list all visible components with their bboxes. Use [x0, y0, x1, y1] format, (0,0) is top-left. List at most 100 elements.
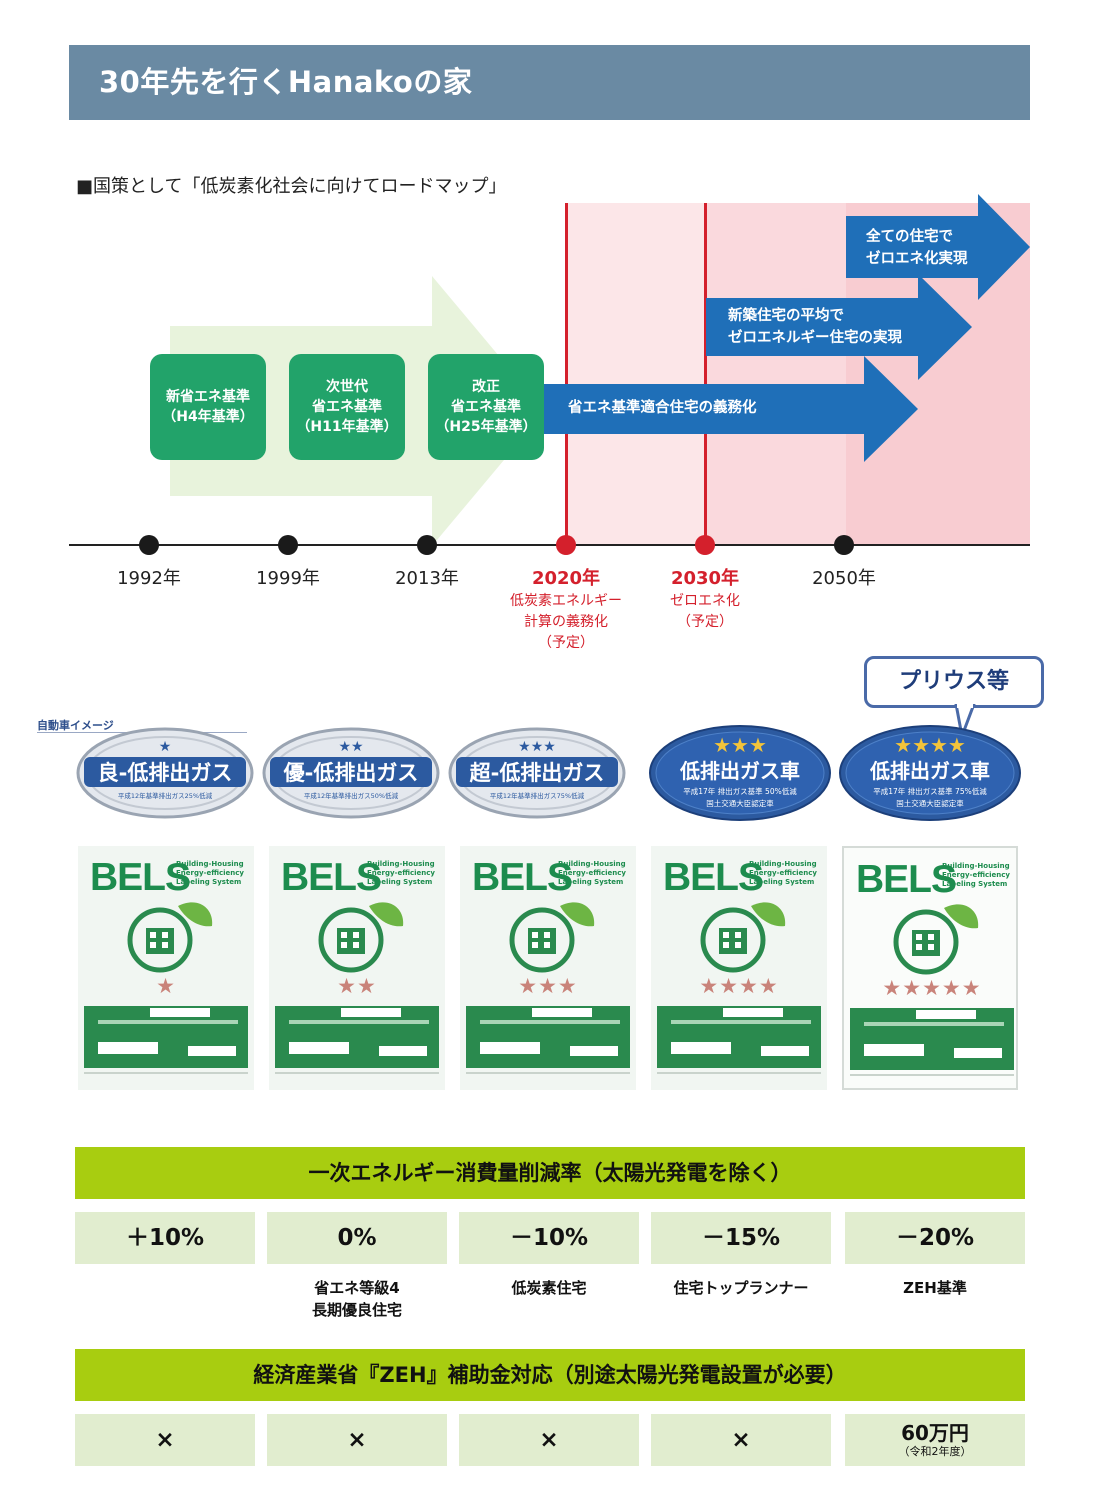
badge-low-emission-50: ★★★ 低排出ガス車 平成17年 排出ガス基準 50%低減 国土交通大臣認定車 — [649, 725, 831, 821]
badge-note2: 国土交通大臣認定車 — [706, 798, 774, 808]
standard-box-h4: 新省エネ基準 （H4年基準） — [150, 354, 266, 460]
panel-box — [954, 1048, 1002, 1058]
badge-stars: ★★ — [338, 739, 363, 755]
panel-box — [671, 1042, 731, 1054]
bels-foot — [466, 1072, 630, 1074]
note-line: （予定） — [677, 614, 733, 630]
badge-stars: ★★★★ — [894, 733, 966, 757]
badge-note: 平成12年基準排出ガス25%低減 — [118, 791, 213, 800]
bels-logo: BELS — [663, 856, 764, 899]
panel-box — [864, 1044, 924, 1056]
bels-card-3: BELS Building-Housing Energy-efficiency … — [460, 846, 636, 1090]
timeline-dot-1999 — [278, 535, 298, 555]
arrow-line: ゼロエネ化実現 — [866, 251, 968, 267]
standard-line: 改正 — [472, 379, 500, 395]
timeline-dot-1992 — [139, 535, 159, 555]
badge-title: 良-低排出ガス — [98, 761, 233, 785]
note-2030: ゼロエネ化 （予定） — [625, 591, 785, 633]
blue-arrow-mandate — [544, 356, 918, 462]
label-line: 低炭素住宅 — [511, 1279, 587, 1297]
year-label: 2013年 — [395, 568, 459, 589]
arrow-text-mandate: 省エネ基準適合住宅の義務化 — [568, 397, 757, 419]
bels-stars: ★★ — [337, 974, 377, 998]
timeline-dot-2050 — [834, 535, 854, 555]
timeline-dot-2013 — [417, 535, 437, 555]
standard-line: 次世代 — [326, 379, 368, 395]
bels-card-4: BELS Building-Housing Energy-efficiency … — [651, 846, 827, 1090]
panel-box — [341, 1008, 401, 1017]
panel-box — [916, 1010, 976, 1019]
badge-excellent-low-emission: ★★ 優-低排出ガス 平成12年基準排出ガス50%低減 — [262, 727, 440, 819]
arrow-line: 省エネ基準適合住宅の義務化 — [568, 400, 757, 416]
bels-logo: BELS — [90, 856, 191, 899]
timeline-axis — [69, 544, 1030, 546]
arrow-text-new-zeh: 新築住宅の平均で ゼロエネルギー住宅の実現 — [728, 305, 902, 349]
badge-stars: ★ — [159, 739, 172, 755]
standard-line: （H25年基準） — [435, 419, 537, 435]
energy-label: ZEH基準 — [845, 1277, 1025, 1299]
note-2020: 低炭素エネルギー 計算の義務化 （予定） — [486, 591, 646, 654]
panel-box — [188, 1046, 236, 1056]
badge-note2: 国土交通大臣認定車 — [896, 798, 964, 808]
zeh-amount-cell: 60万円 （令和2年度） — [845, 1414, 1025, 1466]
bels-subtitle: Building-Housing Energy-efficiency Label… — [942, 862, 1010, 888]
bels-subtitle: Building-Housing Energy-efficiency Label… — [176, 860, 244, 886]
standard-line: 新省エネ基準 — [166, 389, 250, 405]
bels-card-1: BELS Building-Housing Energy-efficiency … — [78, 846, 254, 1090]
arrow-text-all-zeh: 全ての住宅で ゼロエネ化実現 — [866, 226, 968, 270]
note-line: （予定） — [538, 635, 594, 651]
badge-stars: ★★★ — [518, 739, 556, 755]
panel-box — [289, 1042, 349, 1054]
badge-good-low-emission: ★ 良-低排出ガス 平成12年基準排出ガス25%低減 — [76, 727, 254, 819]
panel-box — [723, 1008, 783, 1017]
car-image-caption: 自動車イメージ — [37, 719, 114, 732]
blue-arrow-all-zeh — [846, 194, 1030, 300]
bels-panel — [657, 1006, 821, 1068]
panel-box — [570, 1046, 618, 1056]
pink-zone-2020 — [566, 203, 706, 545]
panel-box — [480, 1042, 540, 1054]
house-leaf-icon — [127, 902, 213, 973]
timeline-dot-2020 — [556, 535, 576, 555]
panel-box — [150, 1008, 210, 1017]
note-line: 計算の義務化 — [524, 614, 608, 630]
badge-stars: ★★★ — [713, 733, 767, 757]
bels-logo: BELS — [472, 856, 573, 899]
bels-panel — [275, 1006, 439, 1068]
pink-zone-2030 — [706, 203, 846, 545]
note-line: 低炭素エネルギー — [510, 593, 622, 609]
year-label-2030: 2030年 — [670, 568, 740, 589]
badge-low-emission-75: ★★★★ 低排出ガス車 平成17年 排出ガス基準 75%低減 国土交通大臣認定車 — [839, 725, 1021, 821]
energy-value-cell: －20% — [845, 1212, 1025, 1264]
label-line: 省エネ等級4 — [314, 1279, 400, 1297]
bels-subtitle: Building-Housing Energy-efficiency Label… — [749, 860, 817, 886]
energy-value-cell: 0% — [267, 1212, 447, 1264]
badge-note: 平成17年 排出ガス基準 50%低減 — [683, 786, 797, 796]
energy-section-title: 一次エネルギー消費量削減率（太陽光発電を除く） — [75, 1147, 1025, 1199]
badge-title: 優-低排出ガス — [283, 761, 419, 785]
house-leaf-icon — [700, 902, 786, 973]
bels-card-2: BELS Building-Housing Energy-efficiency … — [269, 846, 445, 1090]
house-leaf-icon — [509, 902, 595, 973]
badge-note: 平成12年基準排出ガス75%低減 — [490, 791, 585, 800]
year-label: 1992年 — [117, 568, 181, 589]
panel-box — [761, 1046, 809, 1056]
zeh-value-cell: × — [267, 1414, 447, 1466]
prius-bubble: プリウス等 — [864, 656, 1044, 708]
bels-stars: ★★★★ — [699, 974, 779, 998]
year-label-2020: 2020年 — [531, 568, 601, 589]
bels-stars: ★★★ — [518, 974, 578, 998]
bubble-text: プリウス等 — [898, 669, 1009, 694]
red-line-2030 — [704, 203, 707, 545]
badge-note: 平成12年基準排出ガス50%低減 — [304, 791, 399, 800]
standard-line: 省エネ基準 — [312, 399, 382, 415]
arrow-line: 新築住宅の平均で — [728, 308, 844, 324]
bels-foot — [657, 1072, 821, 1074]
badge-title: 超-低排出ガス — [470, 761, 605, 785]
label-line: 長期優良住宅 — [311, 1301, 402, 1319]
badge-title: 低排出ガス車 — [679, 759, 800, 783]
bels-stars: ★★★★★ — [882, 976, 982, 1000]
label-line: 住宅トップランナー — [673, 1279, 809, 1297]
bels-panel — [84, 1006, 248, 1068]
energy-label: 省エネ等級4 長期優良住宅 — [267, 1277, 447, 1321]
